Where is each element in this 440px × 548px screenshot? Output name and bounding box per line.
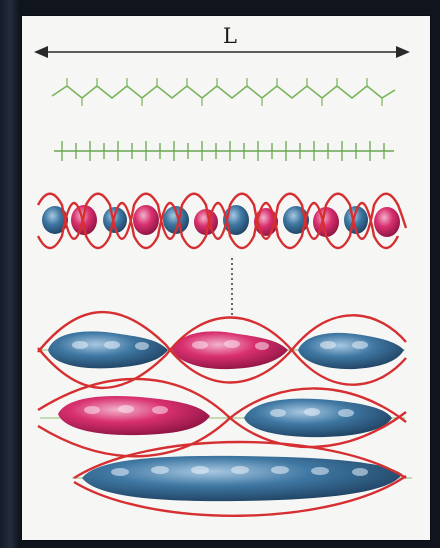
short-mode-blobs — [42, 205, 400, 237]
mode-a-blobs — [40, 331, 405, 369]
mode-c-blob — [72, 456, 412, 501]
length-arrow — [34, 46, 410, 58]
mode-b-blobs — [40, 396, 405, 437]
zigzag-chain — [52, 86, 395, 98]
